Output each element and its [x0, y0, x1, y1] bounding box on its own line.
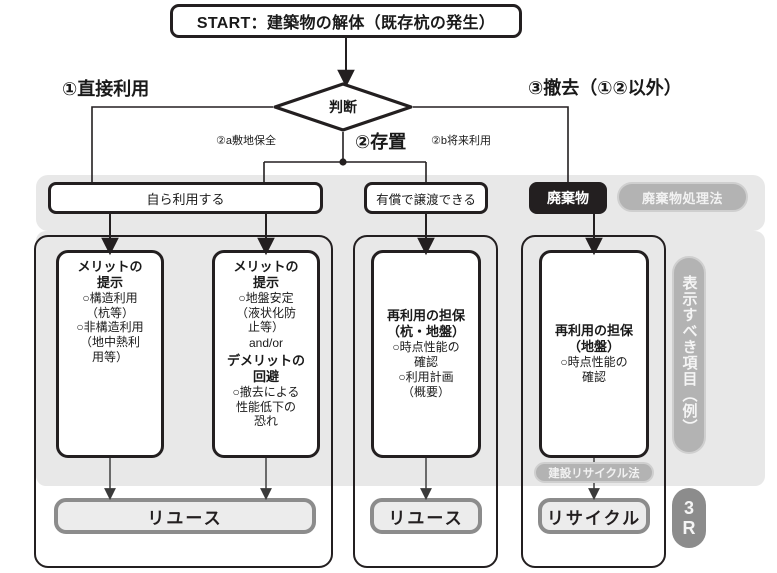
outcome-self-use: 自ら利用する [48, 182, 323, 214]
decision-node: 判断 [273, 82, 413, 132]
card4-heading-line2: （地盤） [567, 339, 620, 355]
three-r-pill: 3R [672, 488, 706, 548]
start-label: START：建築物の解体（既存杭の発生） [196, 15, 496, 32]
card3-line2: 確認 [413, 354, 438, 369]
card1-line3: ○非構造利用 [76, 320, 144, 335]
display-items-pill: 表示すべき項目（例） [672, 256, 706, 454]
result-reuse-center: リユース [370, 498, 482, 534]
branch-label-storage: ②存置 [355, 132, 407, 152]
outcome-waste-label: 廃棄物 [547, 190, 589, 206]
decision-label: 判断 [329, 99, 357, 115]
card3-line3: ○利用計画 [398, 369, 454, 384]
three-r-pill-label: 3R [679, 498, 699, 538]
outcome-waste: 廃棄物 [529, 182, 607, 214]
card4-line1: ○時点性能の [560, 354, 628, 369]
result-recycle-right: リサイクル [538, 498, 650, 534]
card2-line3: 止等） [247, 320, 284, 335]
card2-line1: ○地盤安定 [238, 290, 294, 305]
card2-heading-line2: 提示 [252, 274, 279, 290]
card3-line1: ○時点性能の [392, 340, 460, 355]
card1-line5: 用等） [91, 350, 128, 365]
construction-recycle-law-pill: 建設リサイクル法 [534, 462, 654, 483]
outcome-paid-transfer: 有償で譲渡できる [364, 182, 488, 214]
waste-law-pill: 廃棄物処理法 [617, 182, 748, 212]
card3-heading-line1: 再利用の担保 [386, 308, 465, 324]
start-node: START：建築物の解体（既存杭の発生） [170, 4, 522, 38]
branch-label-direct-use: ①直接利用 [62, 79, 150, 99]
result-reuse-center-label: リユース [388, 508, 464, 528]
card-reuse-pile-ground: 再利用の担保 （杭・地盤） ○時点性能の 確認 ○利用計画 （概要） [371, 250, 481, 458]
card4-line2: 確認 [581, 369, 606, 384]
card1-line4: （地中熱利 [79, 335, 140, 350]
branch-label-removal: ③撤去（①②以外） [528, 78, 682, 98]
card1-line2: （杭等） [85, 305, 134, 320]
card3-line4: （概要） [401, 384, 450, 399]
card1-heading-line1: メリットの [77, 259, 143, 274]
result-reuse-left-label: リユース [147, 508, 223, 528]
card3-heading-line2: （杭・地盤） [386, 324, 465, 340]
card-reuse-ground: 再利用の担保 （地盤） ○時点性能の 確認 [539, 250, 649, 458]
card1-heading-line2: 提示 [96, 274, 123, 290]
card2-connector: and/or [248, 336, 284, 351]
card2-line2: （液状化防 [235, 305, 296, 320]
card2-line6: 恐れ [253, 414, 278, 429]
outcome-self-use-label: 自ら利用する [146, 191, 225, 207]
card2-heading-line1: メリットの [233, 259, 299, 274]
column-direct-use [34, 235, 333, 568]
card2-heading2-line1: デメリットの [226, 352, 305, 368]
card-merit-demerit: メリットの 提示 ○地盤安定 （液状化防 止等） and/or デメリットの 回… [212, 250, 320, 458]
branch-sublabel-a: ②a敷地保全 [216, 135, 276, 147]
card4-heading-line1: 再利用の担保 [554, 323, 633, 339]
display-items-pill-label: 表示すべき項目（例） [680, 275, 698, 435]
construction-recycle-law-label: 建設リサイクル法 [548, 467, 640, 480]
branch-sublabel-b: ②b将来利用 [431, 135, 491, 147]
card2-heading2-line2: 回避 [252, 368, 279, 384]
card1-line1: ○構造利用 [82, 290, 138, 305]
diamond-shape [273, 82, 413, 132]
result-recycle-right-label: リサイクル [546, 508, 642, 528]
card-merit-structural: メリットの 提示 ○構造利用 （杭等） ○非構造利用 （地中熱利 用等） [56, 250, 164, 458]
card2-line4: ○撤去による [232, 384, 300, 399]
outcome-paid-transfer-label: 有償で譲渡できる [376, 192, 476, 207]
card2-line5: 性能低下の [235, 399, 296, 414]
waste-law-pill-label: 廃棄物処理法 [641, 190, 723, 206]
result-reuse-left: リユース [54, 498, 316, 534]
junction-dot [339, 158, 347, 166]
